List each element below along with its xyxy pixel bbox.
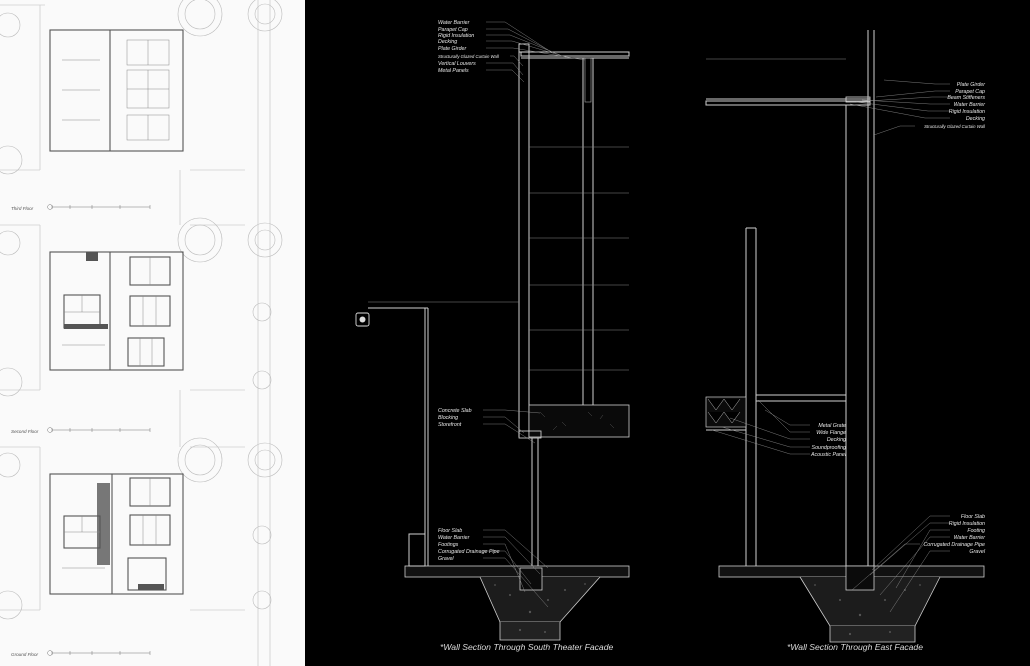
east-section-caption: *Wall Section Through East Facade [787,642,923,652]
label-parapet-cap: Parapet Cap [438,27,468,33]
label-wide-flange: Wide Flange [816,430,846,436]
label-storefront: Storefront [438,422,462,428]
label-concrete-slab: Concrete Slab [438,408,472,414]
label-drainage-pipe-e: Corrugated Drainage Pipe [923,542,985,548]
label-floor-slab: Floor Slab [438,528,462,534]
label-plate-girder-e: Plate Girder [957,82,985,88]
third-floor-label: Third Floor [11,206,34,211]
south-leader-lines [483,21,586,608]
label-plate-girder: Plate Girder [438,46,466,52]
ground-floor-label: Ground Floor [11,652,39,657]
label-soundproofing: Soundproofing [812,445,847,451]
label-water-barrier: Water Barrier [438,20,470,26]
label-metal-panels: Metal Panels [438,68,469,74]
label-decking: Decking [438,39,457,45]
label-rigid-insulation-b: Rigid Insulation [949,521,985,527]
third-floor-plan [49,29,184,152]
label-gravel: Gravel [438,556,454,562]
label-blocking: Blocking [438,415,458,421]
label-metal-grate: Metal Grate [818,423,846,429]
label-parapet-cap-e: Parapet Cap [955,89,985,95]
label-drainage-pipe: Corrugated Drainage Pipe [438,549,500,555]
label-decking-e: Decking [966,116,985,122]
ground-floor-plan [49,473,184,595]
label-water-barrier-2: Water Barrier [438,535,470,541]
east-top-labels: Plate Girder Parapet Cap Beam Stiffeners… [924,82,986,129]
label-footing-e: Footing [967,528,985,534]
label-rigid-insulation-e: Rigid Insulation [949,109,985,115]
label-water-barrier-b: Water Barrier [954,535,986,541]
east-section-drawing [705,30,985,643]
label-acoustic-panel: Acoustic Panel [810,452,847,458]
south-section-caption: *Wall Section Through South Theater Faca… [440,642,613,652]
east-leader-lines [711,79,950,613]
tree-icon [0,0,283,620]
label-curtain-wall-e: Structurally Glazed Curtain Wall [924,124,986,129]
wall-sections-panel: Water Barrier Parapet Cap Rigid Insulati… [305,0,1030,666]
label-vertical-louvers: Vertical Louvers [438,61,476,67]
south-top-labels: Water Barrier Parapet Cap Rigid Insulati… [438,20,500,74]
label-water-barrier-e: Water Barrier [954,102,986,108]
label-gravel-e: Gravel [969,549,985,555]
floor-plans-svg: Third Floor Second Floor Ground Floor [0,0,283,666]
north-arrow-icon [47,204,53,656]
site-context [0,0,271,666]
label-curtain-wall: Structurally Glazed Curtain Wall [438,54,500,59]
label-beam-stiffeners: Beam Stiffeners [947,95,985,101]
light-fixture-icon [355,312,370,327]
east-bottom-labels: Floor Slab Rigid Insulation Footing Wate… [923,514,985,555]
south-mid-labels: Concrete Slab Blocking Storefront [438,408,472,428]
east-mid-labels: Metal Grate Wide Flange Decking Soundpro… [810,423,847,458]
floor-plans-panel: Third Floor Second Floor Ground Floor [0,0,305,666]
second-floor-plan [49,251,184,371]
south-bottom-labels: Floor Slab Water Barrier Footings Corrug… [438,528,500,562]
label-footings: Footings [438,542,459,548]
scale-bar-icon [51,205,151,655]
wall-sections-svg: Water Barrier Parapet Cap Rigid Insulati… [355,20,986,652]
label-floor-slab-e: Floor Slab [961,514,985,520]
label-decking-mid: Decking [827,437,846,443]
second-floor-label: Second Floor [11,429,39,434]
label-rigid-insulation: Rigid Insulation [438,33,474,39]
